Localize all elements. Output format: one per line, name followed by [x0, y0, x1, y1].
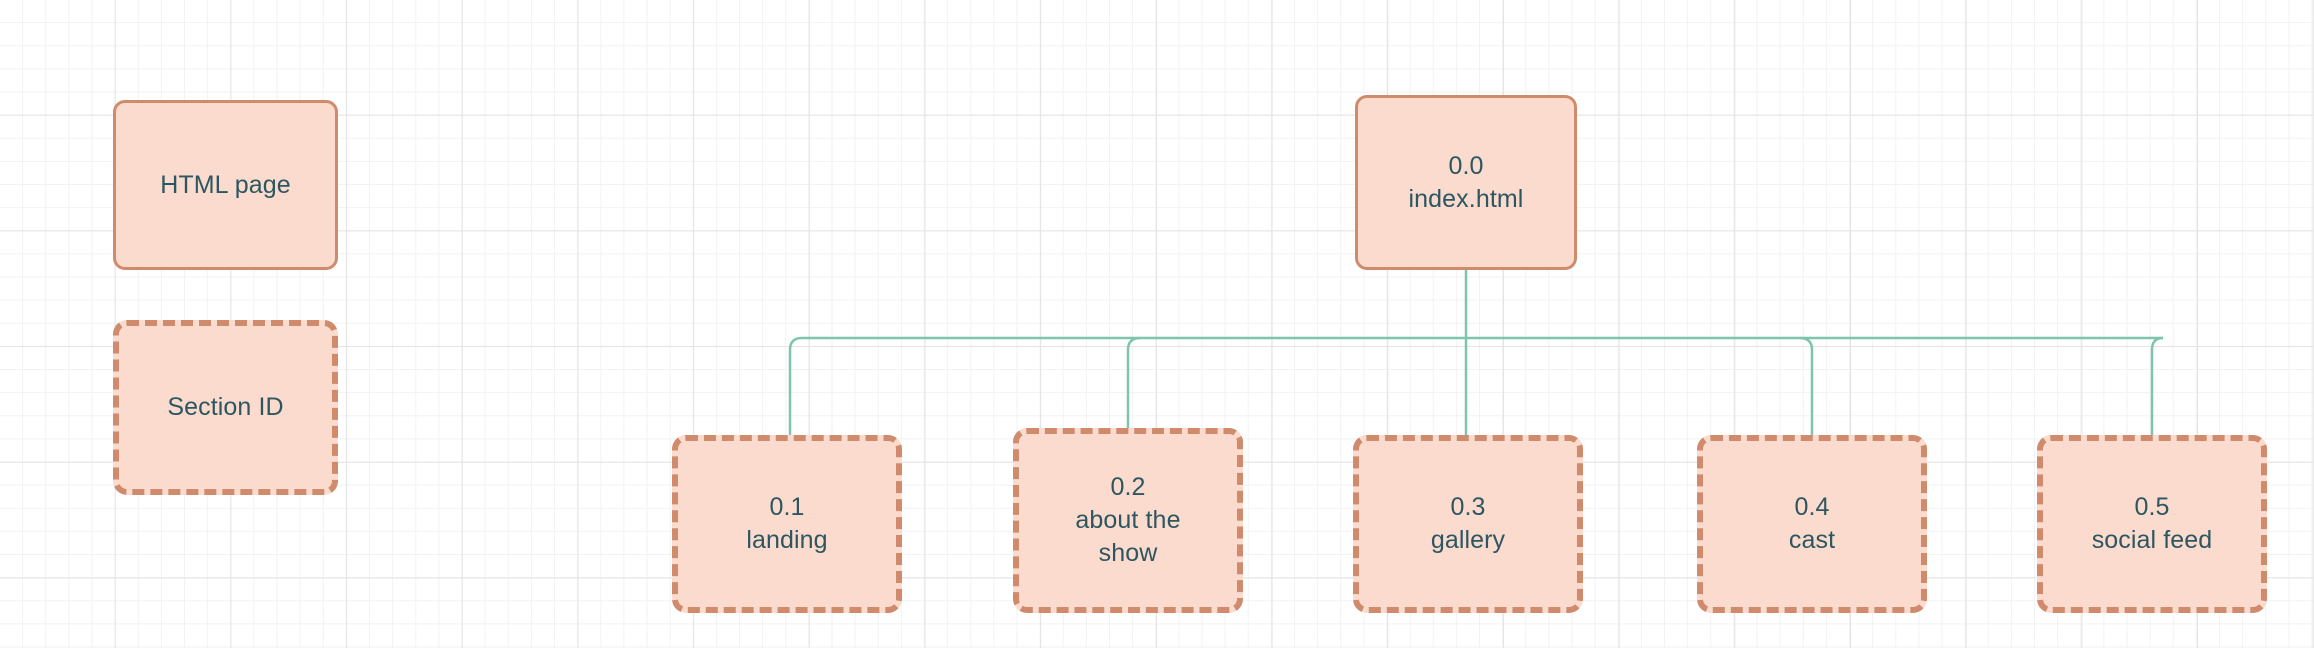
- node-landing-label: 0.1 landing: [746, 493, 828, 554]
- node-gallery-label: 0.3 gallery: [1430, 493, 1506, 554]
- node-cast[interactable]: 0.4 cast: [1697, 435, 1927, 613]
- edge-to-0-5: [2150, 336, 2164, 435]
- legend-item-html-page-label: HTML page: [160, 170, 291, 199]
- edge-to-0-1: [788, 336, 803, 435]
- node-cast-label: 0.4 cast: [1788, 493, 1836, 554]
- node-index-html[interactable]: 0.0 index.html: [1355, 95, 1577, 270]
- node-index-html-label: 0.0 index.html: [1408, 151, 1524, 213]
- legend-item-section-id[interactable]: Section ID: [113, 320, 338, 495]
- edge-to-0-2: [1126, 336, 1141, 428]
- node-about-the-show-label: 0.2 about the show: [1075, 473, 1181, 567]
- legend-item-section-id-label: Section ID: [167, 393, 284, 421]
- legend-item-html-page[interactable]: HTML page: [113, 100, 338, 270]
- node-about-the-show[interactable]: 0.2 about the show: [1013, 428, 1243, 613]
- node-gallery[interactable]: 0.3 gallery: [1353, 435, 1583, 613]
- node-landing[interactable]: 0.1 landing: [672, 435, 902, 613]
- node-social-feed-label: 0.5 social feed: [2091, 493, 2213, 554]
- edge-to-0-4: [1799, 336, 1814, 435]
- node-social-feed[interactable]: 0.5 social feed: [2037, 435, 2267, 613]
